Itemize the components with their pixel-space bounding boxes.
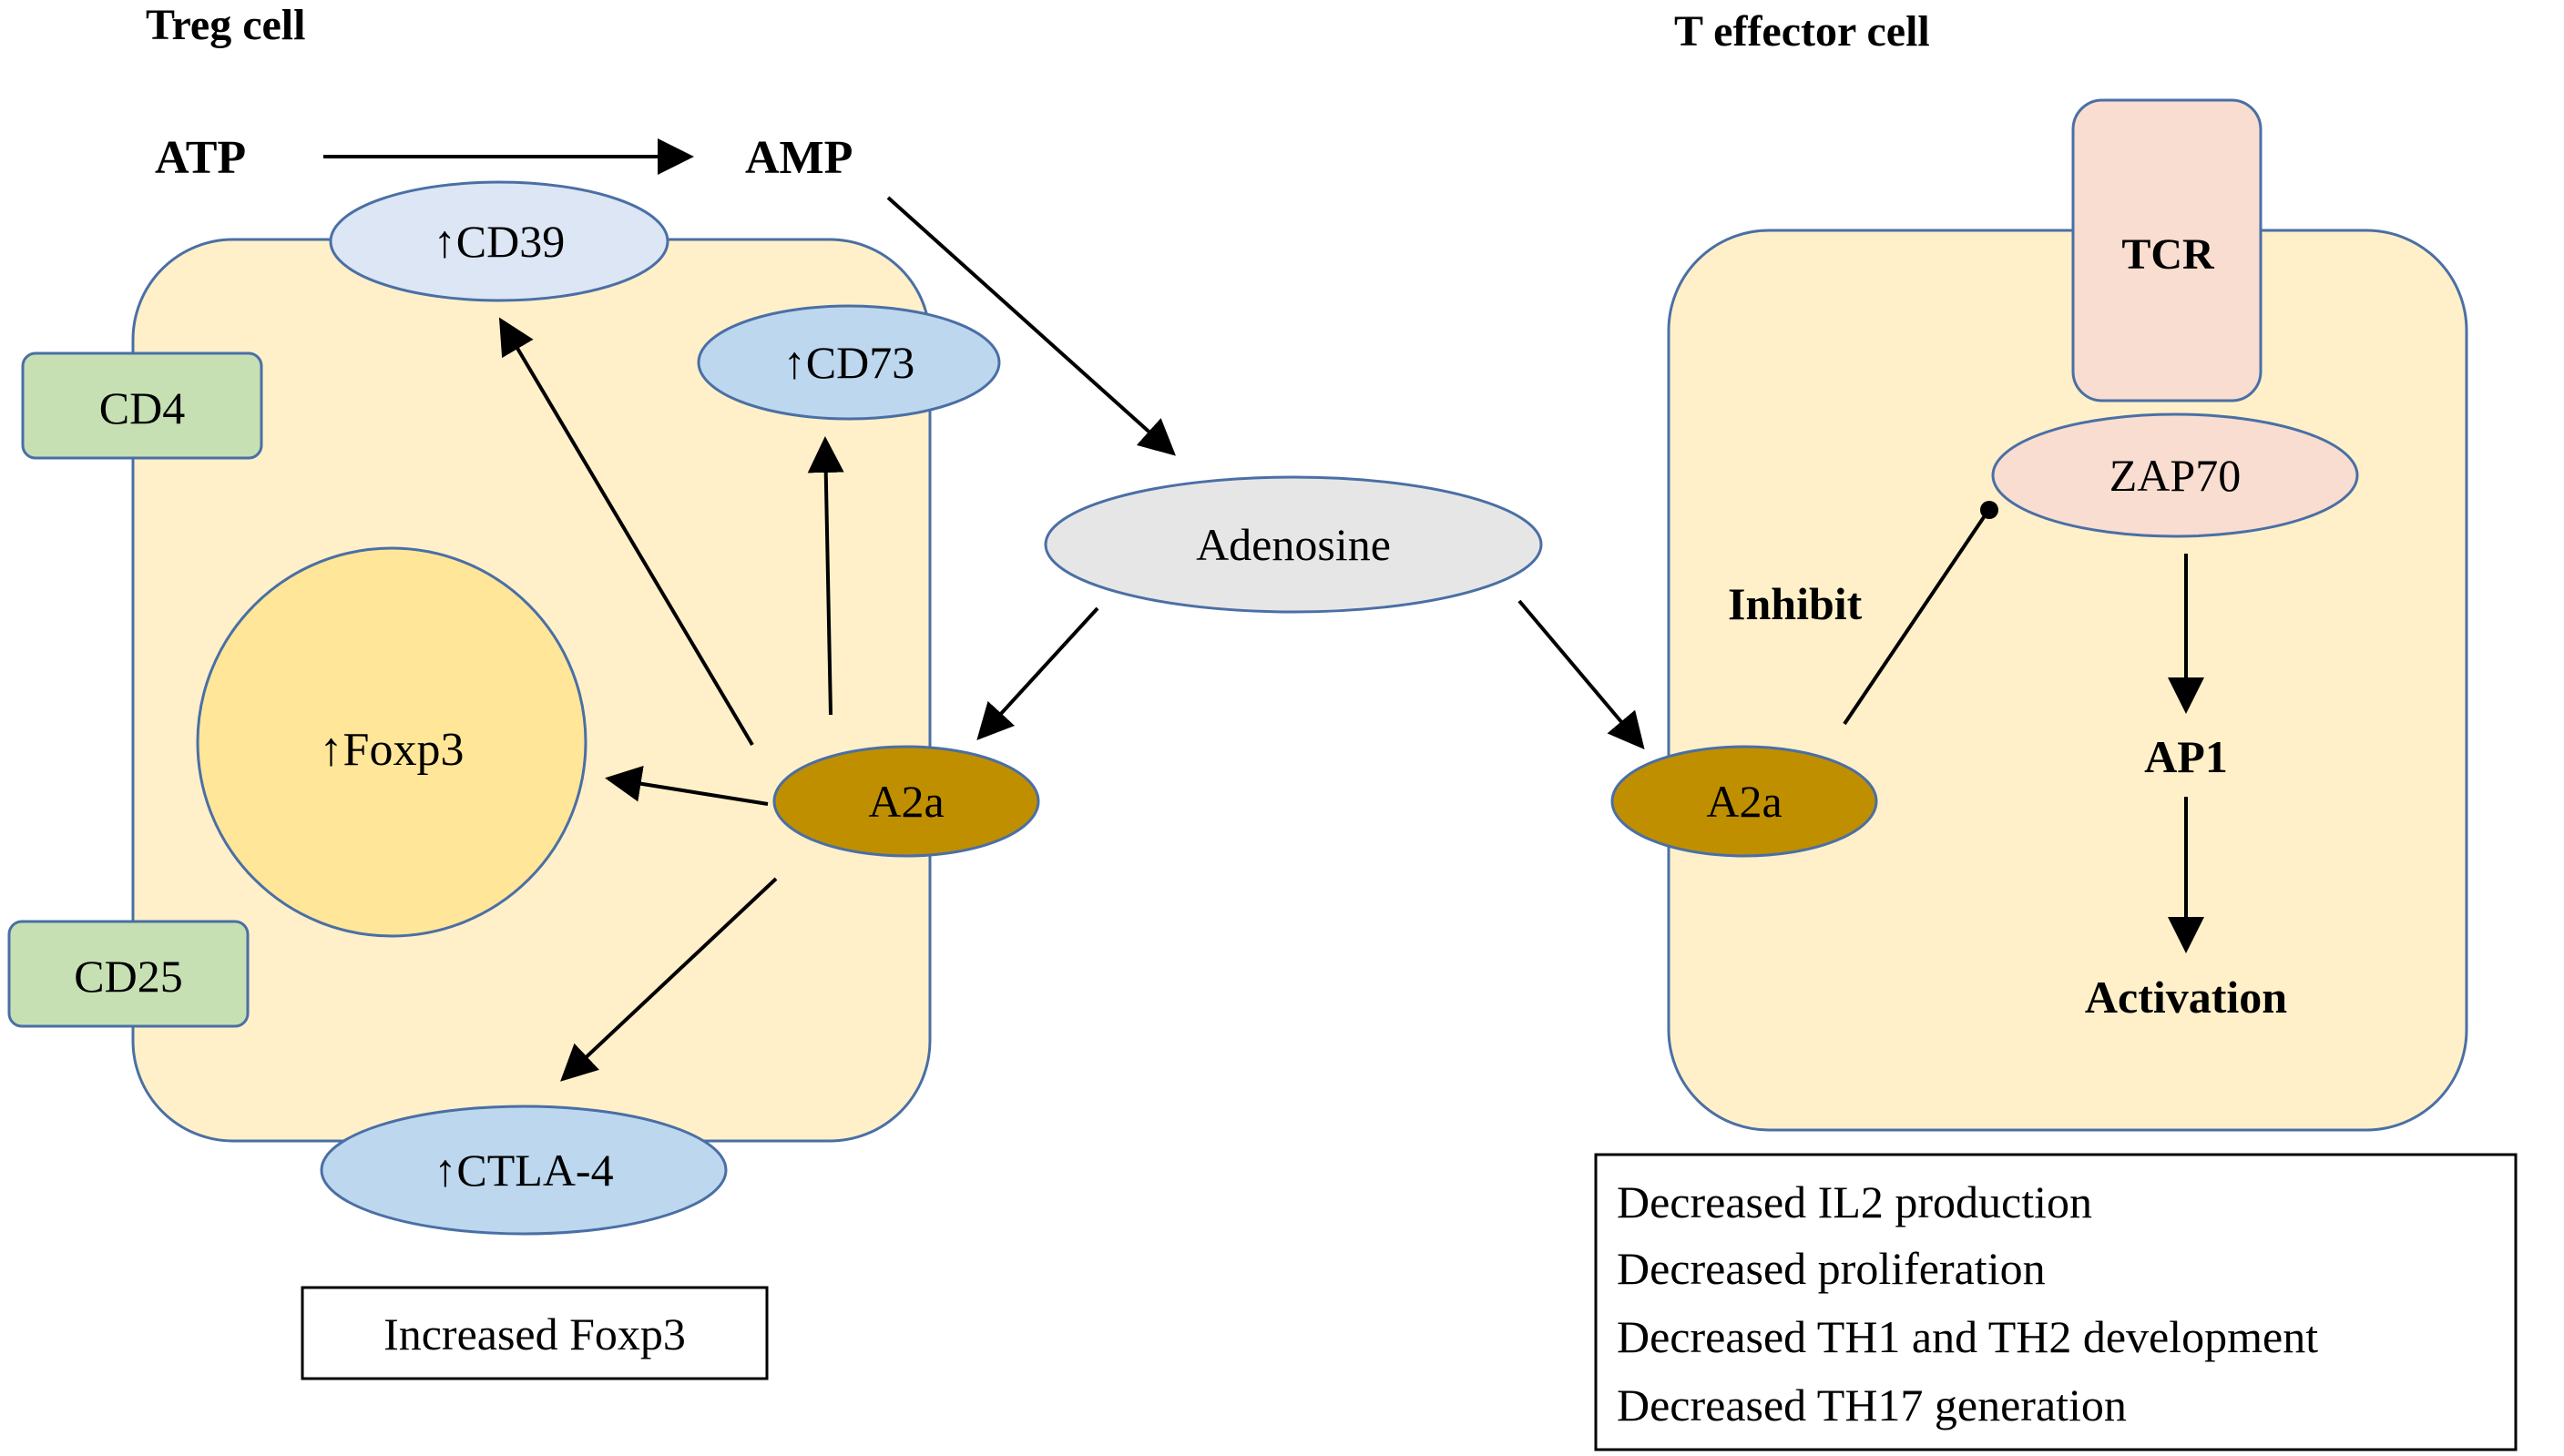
a2a-teff-label: A2a (1706, 776, 1782, 827)
amp-to-adenosine-arrow (886, 196, 1176, 456)
a2a-inhibits-zap70 (1843, 510, 1989, 726)
foxp3-node (196, 546, 587, 938)
teff-cell-body (1667, 229, 2468, 1132)
cd73-node (697, 304, 1001, 421)
teff-outcome-line-4: Decreased TH17 generation (1617, 1380, 2127, 1431)
amp-label: AMP (745, 132, 853, 184)
zap70-label: ZAP70 (2109, 450, 2241, 501)
ap1-label: AP1 (2144, 731, 2228, 782)
a2a-teff-node (1610, 745, 1878, 858)
teff-cell-title: T effector cell (1674, 7, 1930, 56)
a2a-to-ctla4-arrow (560, 877, 778, 1082)
a2a-treg-node (772, 745, 1040, 858)
zap70-node (1991, 412, 2359, 538)
teff-outcome-line-1: Decreased IL2 production (1617, 1176, 2092, 1227)
a2a-to-cd39-arrow (498, 317, 754, 747)
adenosine-label: Adenosine (1196, 519, 1391, 570)
treg-cell-title: Treg cell (146, 1, 305, 49)
activation-label: Activation (2085, 972, 2287, 1023)
cd25-node (7, 920, 250, 1028)
teff-outcome-line-2: Decreased proliferation (1617, 1243, 2046, 1294)
adenosine-node (1044, 475, 1543, 614)
atp-label: ATP (155, 132, 246, 184)
cd39-node (329, 180, 669, 302)
inhibit-endpoint (1980, 501, 1998, 519)
cd73-label: ↑CD73 (783, 337, 914, 388)
adenosine-to-a2a-treg-arrow (976, 606, 1099, 740)
a2a-to-foxp3-arrow (605, 765, 769, 806)
teff-outcome-box (1594, 1153, 2518, 1451)
cd4-node (21, 351, 263, 460)
foxp3-label: ↑Foxp3 (320, 724, 465, 776)
treg-outcome-text: Increased Foxp3 (383, 1308, 686, 1359)
tcr-node (2071, 98, 2263, 402)
cd39-label: ↑CD39 (434, 216, 565, 267)
inhibit-label: Inhibit (1728, 578, 1863, 629)
teff-outcome-line-3: Decreased TH1 and TH2 development (1617, 1311, 2318, 1362)
treg-outcome-box (301, 1286, 769, 1380)
cd25-label: CD25 (74, 951, 182, 1002)
adenosine-to-a2a-teff-arrow (1517, 599, 1645, 750)
a2a-to-cd73-arrow (807, 436, 844, 716)
tcr-label: TCR (2121, 230, 2215, 279)
ctla4-node (320, 1105, 728, 1236)
a2a-treg-label: A2a (868, 776, 944, 827)
cd4-label: CD4 (99, 382, 185, 433)
ctla4-label: ↑CTLA-4 (434, 1145, 613, 1196)
